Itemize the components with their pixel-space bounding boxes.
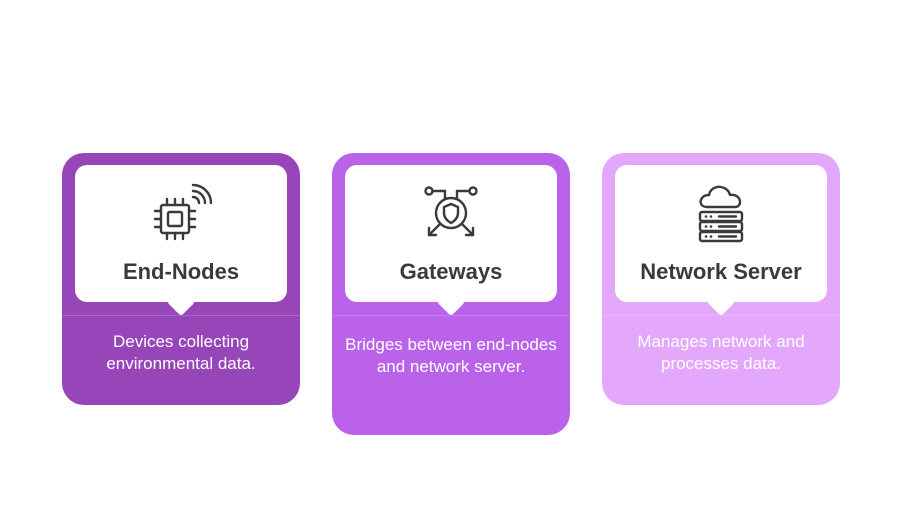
card-network-server: Network Server Manages network and proce…	[602, 153, 840, 405]
chip-wireless-icon	[149, 181, 213, 245]
card-header-panel: End-Nodes	[75, 165, 287, 317]
panel-pointer	[706, 287, 736, 317]
card-title: Network Server	[640, 259, 802, 284]
card-header-panel: Network Server	[615, 165, 827, 317]
shield-network-icon	[419, 181, 483, 245]
card-description: Bridges between end-nodes and network se…	[345, 335, 557, 376]
divider	[62, 315, 300, 316]
card-description: Manages network and processes data.	[637, 332, 805, 373]
card-gateways: Gateways Bridges between end-nodes and n…	[332, 153, 570, 435]
panel-pointer	[436, 287, 466, 317]
card-header-panel: Gateways	[345, 165, 557, 317]
panel-pointer	[166, 287, 196, 317]
card-title: Gateways	[399, 259, 503, 284]
divider	[332, 315, 570, 316]
card-end-nodes: End-Nodes Devices collecting environment…	[62, 153, 300, 405]
cloud-server-icon	[689, 181, 753, 245]
card-title: End-Nodes	[122, 259, 240, 284]
card-description: Devices collecting environmental data.	[106, 332, 256, 373]
divider	[602, 315, 840, 316]
